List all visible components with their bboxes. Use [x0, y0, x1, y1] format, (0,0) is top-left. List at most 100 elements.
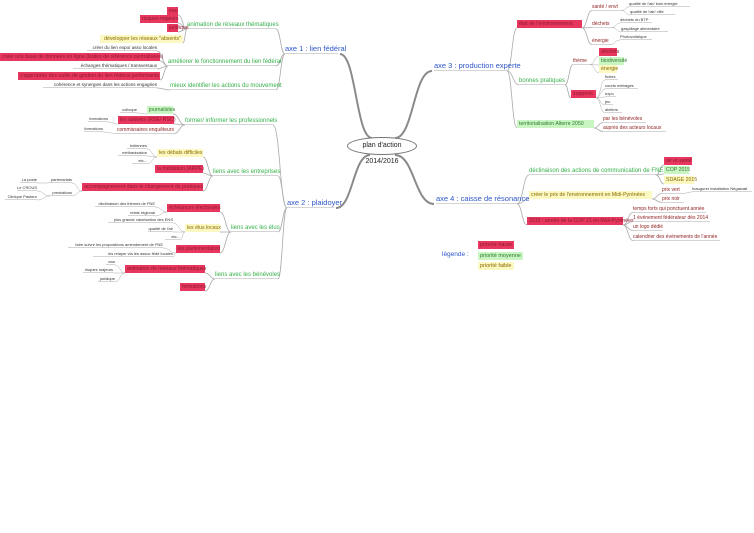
node-le-crous[interactable]: Le CROUS — [17, 185, 38, 191]
node-former-informer-les-professionnels[interactable]: former/ informer les professionnels — [185, 118, 278, 125]
node-axe-3-production-experte[interactable]: axe 3 : production experte — [434, 61, 521, 71]
node-developper-les-reseaux-absents[interactable]: développer les réseaux "absents" — [100, 35, 183, 43]
node-air-et-sante[interactable]: air et santé — [664, 157, 692, 165]
node-aupres-des-acteurs-locaux[interactable]: auprès des acteurs locaux — [603, 125, 666, 132]
node-par-les-benevoles[interactable]: par les bénévoles — [603, 116, 646, 123]
node-jeu[interactable]: jeu — [605, 99, 613, 105]
node-eau[interactable]: eau — [106, 259, 115, 265]
node-methanisation[interactable]: méthanisation — [118, 150, 147, 156]
connector — [564, 84, 572, 99]
node-etc[interactable]: etc... — [132, 158, 147, 164]
connector — [611, 27, 622, 33]
node-dechets[interactable]: déchets — [592, 21, 612, 28]
connector — [172, 252, 177, 258]
node-mieux-identifier-les-actions-du-mouvemen[interactable]: mieux identifier les actions du mouvemen… — [170, 83, 282, 90]
node-prix-vert[interactable]: prix vert — [662, 187, 682, 194]
node-accompagnement-dans-le-changement-de-pra[interactable]: accompagnement dans le changement de pra… — [82, 183, 204, 191]
node-formations[interactable]: formations — [180, 283, 207, 291]
node-bonnes-pratiques[interactable]: bonnes pratiques — [519, 78, 566, 85]
node-declinaison-des-themes-de-fne[interactable]: déclinaison des thèmes de FNE — [95, 201, 155, 207]
central-topic[interactable]: plan d'action 2014/2016 — [347, 137, 417, 165]
node-juridique[interactable]: juridique — [98, 276, 115, 282]
node-ameliorer-le-fonctionnement-du-lien-fede[interactable]: améliorer le fonctionnement du lien fédé… — [168, 59, 282, 66]
node-etat-de-l-environnement[interactable]: état de l'environnement — [517, 20, 582, 28]
node-axe-1-lien-federal[interactable]: axe 1 : lien fédéral — [285, 44, 347, 54]
node-expo[interactable]: expo — [605, 91, 616, 97]
node-ateliers[interactable]: ateliers — [605, 107, 622, 113]
legend-low-priority: priorité faible — [478, 262, 514, 270]
node-risques-majeurs[interactable]: risques majeurs — [140, 15, 179, 23]
node-juridique[interactable]: juridique — [167, 24, 189, 32]
connector — [621, 10, 631, 16]
connector — [173, 124, 186, 134]
connector — [71, 182, 83, 192]
node-les-relayer-via-les-assoc-fede-locales[interactable]: les relayer via les assoc fédé locales — [93, 251, 173, 257]
node-faire-suivre-les-propositions-amendement[interactable]: faire suivre les propositions amendement… — [68, 242, 163, 248]
node-1-evenement-federateur-des-2014[interactable]: 1 événement fédérateur dès 2014 — [633, 214, 710, 222]
node-creer-une-base-de-donnees-en-ligne-boite[interactable]: créer une base de données en ligne (boit… — [0, 53, 164, 61]
connector — [114, 272, 126, 283]
node-la-poste[interactable]: La poste — [20, 177, 37, 183]
node-supports[interactable]: supports — [571, 90, 596, 98]
node-cop-2015[interactable]: COP 2015 — [664, 166, 691, 174]
node-clinique-pasteur[interactable]: Clinique Pasteur — [5, 194, 37, 200]
node-temps-forts-qui-ponctuent-annee[interactable]: temps forts qui ponctuent année — [633, 205, 706, 213]
node-axe-2-plaidoyer[interactable]: axe 2 : plaidoyer — [287, 198, 343, 208]
node-qualite-de-l-air[interactable]: qualité de l'air — [148, 226, 173, 232]
node-biodiversite[interactable]: biodiversité — [599, 57, 628, 65]
node-formations[interactable]: formations — [84, 126, 103, 132]
node-territorialisation-alterre-2050[interactable]: territorialisation Alterre 2050 — [517, 120, 594, 128]
node-liens-avec-les-entreprises[interactable]: liens avec les entreprises — [213, 169, 281, 176]
node-fiches[interactable]: fiches — [605, 74, 618, 80]
node-axe-4-caisse-de-resonance[interactable]: axe 4 : caisse de résonance — [436, 194, 530, 204]
node-creer-du-lien-expo-asso-locales[interactable]: créer du lien expo/ asso locales — [87, 45, 157, 51]
node-animation-de-reseaux-thematiques[interactable]: animation de réseaux thématiques — [125, 265, 207, 273]
node-eoliennes[interactable]: éoliennes — [127, 143, 147, 149]
node-un-logo-dedie[interactable]: un logo dédié — [633, 223, 664, 231]
node-liens-avec-les-benevoles[interactable]: liens avec les bénévoles — [215, 272, 281, 279]
node-energie[interactable]: énergie — [592, 37, 610, 45]
node-creer-le-prix-de-l-environnement-en-midi[interactable]: créer le prix de l'environnement en Midi… — [529, 191, 652, 199]
node-animation-de-reseaux-thematiques[interactable]: animation de réseaux thématiques — [187, 22, 279, 29]
node-les-debats-difficiles[interactable]: les débats difficiles — [157, 149, 203, 157]
node-sdage-2015[interactable]: SDAGE 2015 — [664, 176, 698, 184]
node-plus-grande-valorisation-des-ens[interactable]: plus grande valorisation des ENS — [108, 217, 173, 223]
node-prix-noir[interactable]: prix noir — [662, 196, 684, 203]
node-coherence-et-synergies-dans-les-actions-[interactable]: cohérence et synergies dans les actions … — [43, 82, 157, 88]
node-declinaison-des-actions-de-communication[interactable]: déclinaison des actions de communication… — [529, 168, 664, 175]
node-qualite-de-l-air-ville[interactable]: qualité de l'air/ ville — [630, 9, 675, 15]
node-formations[interactable]: formations — [88, 116, 108, 122]
node-liens-avec-les-elus[interactable]: liens avec les élus — [231, 225, 280, 232]
node-les-elus-locaux[interactable]: les élus locaux — [185, 224, 222, 232]
node-courts-metrages[interactable]: courts métrages — [605, 83, 638, 89]
node-s-approprier-des-outils-de-gestion-du-li[interactable]: s'approprier des outils de gestion du li… — [18, 72, 160, 80]
node-journalistes[interactable]: journalistes — [147, 106, 176, 114]
node-2015-annee-de-la-cop-21-en-midi-pyrenees[interactable]: 2015 : année de la COP 21 en Midi-Pyréné… — [527, 217, 634, 225]
node-les-parlementaires[interactable]: les parlementaires — [176, 245, 221, 253]
connector — [609, 39, 621, 45]
node-photovoltaique[interactable]: Photovoltaïque — [620, 34, 652, 40]
connector — [564, 64, 574, 86]
node-prestations[interactable]: prestations — [50, 190, 72, 196]
node-partenariats[interactable]: partenariats — [48, 177, 72, 183]
node-colloque[interactable]: colloque — [120, 107, 137, 113]
node-calendrier-des-evenements-de-l-annee[interactable]: calendrier des événements de l'année — [633, 234, 720, 241]
node-relais-regional[interactable]: relais régional — [128, 210, 155, 216]
node-risques-majeurs[interactable]: risques majeurs — [83, 267, 113, 273]
node-inaugurer-installation-negawatt[interactable]: Inaugurer installation Négawatt — [692, 186, 752, 192]
node-qualite-de-l-air-bois-energie[interactable]: qualité de l'air/ bois énergie — [629, 1, 690, 7]
node-theme[interactable]: thème — [573, 58, 590, 65]
node-eau[interactable]: eau — [167, 7, 178, 15]
node-commissaires-enqueteurs[interactable]: commissaires enquêteurs — [117, 126, 174, 134]
node-dechets[interactable]: déchets — [599, 48, 620, 56]
node-gaspillage-alimentaire[interactable]: gaspillage alimentaire — [621, 26, 668, 32]
node-etc[interactable]: etc... — [165, 234, 180, 240]
node-echeances-electorales[interactable]: échéances électorales — [167, 204, 221, 212]
node-sante-envt[interactable]: santé / envt — [592, 4, 622, 11]
node-la-mediation-arpe[interactable]: la médiation (ARPE) — [155, 165, 204, 173]
node-echanges-thematiques-transversaux[interactable]: échanges thématiques / transversaux — [73, 63, 157, 69]
node-energie[interactable]: énergie — [599, 65, 619, 73]
node-les-salaries-rse-rso[interactable]: les salariés (RSE/ RSO) — [118, 116, 176, 124]
node-dechets-du-btp[interactable]: déchets du BTP — [620, 17, 652, 23]
